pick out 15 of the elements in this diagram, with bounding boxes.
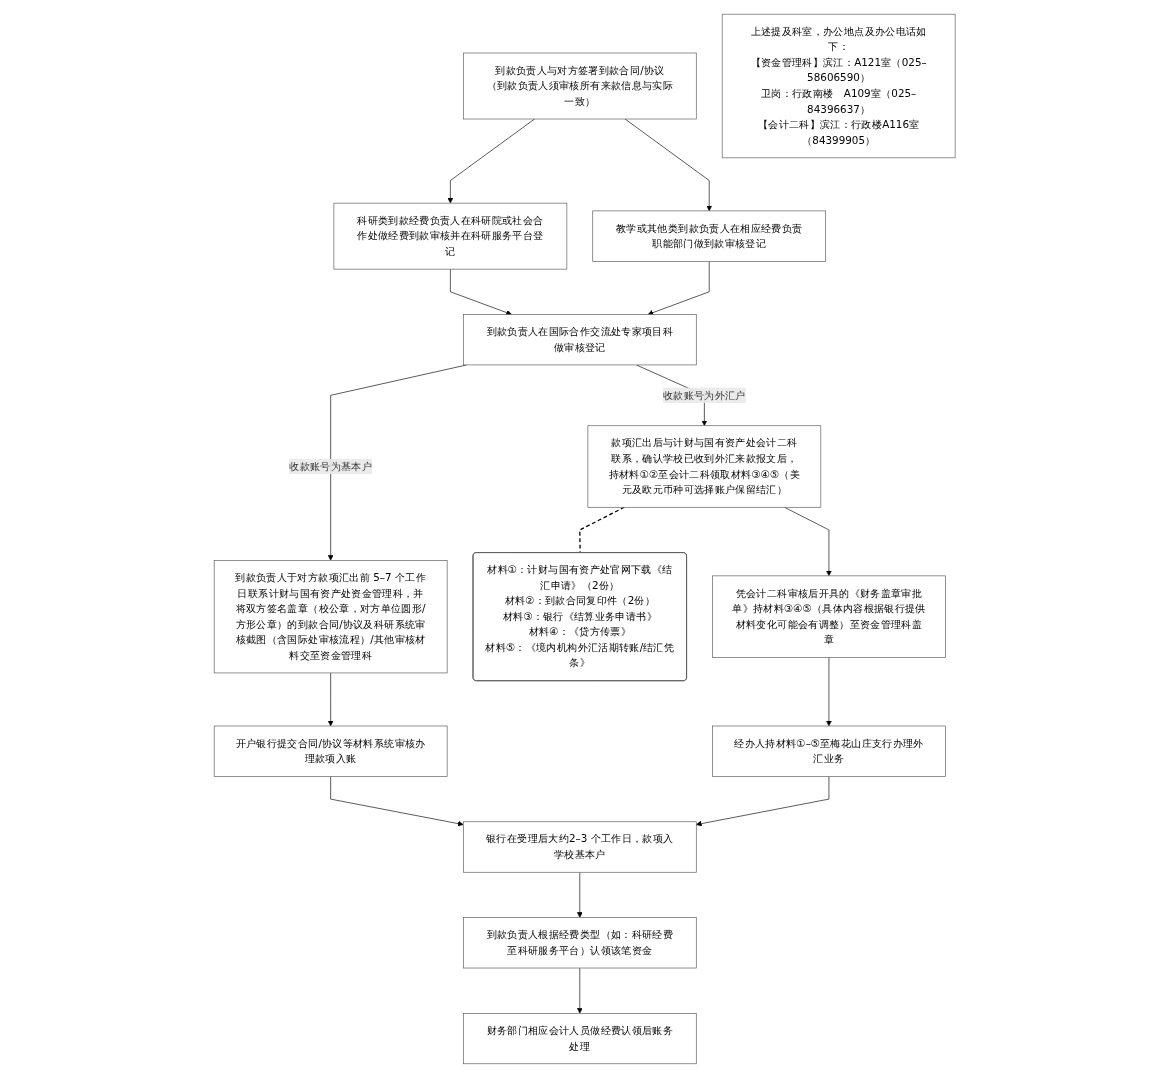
- node-box: 到款负责人在国际合作交流处专家项目科做审核登记: [463, 313, 697, 365]
- node-box: 款项汇出后与计财与国有资产处会计二科联系，确认学校已收到外汇来款报文后，持材料①②至会计二科领取材料③④⑤（美元及欧元币种可选择账户保留结汇）: [587, 424, 822, 508]
- node-box: 到款负责人于对方款项汇出前 5–7 个工作日联系计财与国有资产处资金管理科，并将双方签名盖章（校公章，对方单位圆形/方形公章）的到款合同/协议及科研系统审核截图（含国际处审核流程）/其他审核材料交至资金管理科: [214, 559, 448, 673]
- node-box: 到款负责人与对方签署到款合同/协议 （到款负责人须审核所有来款信息与实际一致）: [463, 52, 697, 119]
- node-box: 到款负责人根据经费类型（如：科研经费至科研服务平台）认领该笔资金: [463, 916, 697, 968]
- node-box: 科研类到款经费负责人在科研院或社会合作处做经费到款审核并在科研服务平台登记: [333, 202, 568, 269]
- node-box: 经办人持材料①–⑤至梅花山庄支行办理外汇业务: [712, 725, 947, 777]
- node-box: 开户银行提交合同/协议等材料系统审核办理款项入账: [214, 725, 448, 777]
- node-box: 上述提及科室，办公地点及办公电话如下： 【资金管理科】滨江：A121室（025–58606590） 卫岗：行政南楼 A109室（025–84396637） 【会计二科】滨江：行政楼A116室（84399905）: [722, 13, 956, 158]
- node-box: 教学或其他类到款负责人在相应经费负责职能部门做到款审核登记: [592, 210, 827, 262]
- node-box: 银行在受理后大约2–3 个工作日，款项入学校基本户: [463, 820, 697, 873]
- edge-label: 收款账号为基本户: [289, 459, 373, 472]
- node-box: 财务部门相应会计人员做经费认领后账务处理: [463, 1012, 697, 1064]
- edge-label: 收款账号为外汇户: [663, 388, 747, 401]
- node-box: 凭会计二科审核后开具的《财务盖章审批单》持材料③④⑤（具体内容根据银行提供材料变化可能会有调整）至资金管理科盖章: [712, 575, 947, 658]
